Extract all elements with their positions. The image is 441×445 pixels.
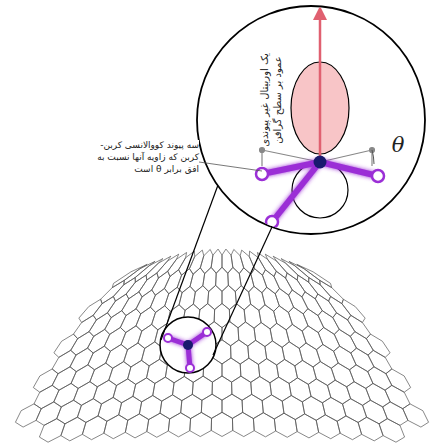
hexagon-cell — [232, 376, 252, 400]
hexagon-cell — [77, 399, 101, 423]
hexagon-cell — [106, 344, 128, 368]
hexagon-cell — [34, 385, 59, 408]
hexagon-cell — [208, 285, 222, 309]
hexagon-cell — [211, 412, 232, 436]
hexagon-cell — [403, 404, 429, 427]
angle-symbol: θ — [386, 132, 410, 159]
bond-label: سه پیوند کووالانسی کربن-کربن که زاویه آن… — [93, 140, 199, 175]
hexagon-cell — [104, 327, 125, 351]
hexagon-cell — [88, 346, 110, 370]
hexagon-cell — [168, 252, 187, 276]
hexagon-cell — [150, 288, 168, 312]
hexagon-cell — [366, 383, 390, 407]
hexagon-cell — [253, 413, 275, 437]
hexagon-cell — [232, 412, 254, 436]
hexagon-cell — [329, 296, 351, 319]
hexagon-cell — [79, 299, 102, 322]
hexagon-cell — [101, 280, 125, 303]
hexagon-cell — [74, 382, 98, 406]
hexagon-cell — [157, 254, 179, 278]
bonds — [262, 162, 378, 222]
hexagon-cell — [316, 415, 340, 439]
hexagon-cell — [61, 417, 86, 441]
hexagon-cell — [109, 362, 131, 386]
hexagon-cell — [274, 306, 293, 330]
bond-atoms — [256, 168, 384, 228]
hexagon-cell — [350, 365, 373, 389]
hexagon-cell — [222, 358, 241, 382]
hexagon-cell — [113, 278, 135, 302]
zoom-circle — [197, 6, 425, 234]
hexagon-cell — [168, 413, 190, 437]
hexagon-cell — [124, 343, 145, 367]
sheet-highlight — [160, 317, 216, 373]
hexagon-cell — [192, 376, 212, 400]
hexagon-cell — [121, 326, 142, 350]
hexagon-cell — [93, 296, 115, 319]
hexagon-cell — [146, 256, 171, 280]
hexagon-cell — [201, 394, 222, 418]
hexagon-cell — [313, 362, 335, 386]
hexagon-cell — [366, 334, 390, 357]
hexagon-cell — [379, 419, 405, 443]
hexagon-cell — [138, 324, 158, 348]
hexagon-cell — [54, 334, 78, 357]
hexagon-cell — [90, 363, 113, 387]
hexagon-cell — [342, 299, 365, 322]
hexagon-cell — [107, 294, 128, 318]
hexagon-cell — [104, 415, 128, 439]
hexagon-cell — [363, 400, 388, 424]
hexagon-cell — [136, 307, 156, 331]
hexagon-cell — [327, 380, 350, 404]
hexagon-cell — [316, 344, 338, 368]
hexagon-cell — [315, 294, 336, 318]
hexagon-cell — [15, 404, 41, 427]
hexagon-cell — [347, 382, 371, 406]
hexagon-cell — [222, 285, 236, 309]
hexagon-cell — [71, 365, 94, 389]
hexagon-cell — [337, 416, 361, 440]
hexagon-cell — [222, 394, 243, 418]
hexagon-cell — [147, 413, 170, 437]
hexagon-cell — [54, 383, 78, 407]
leader-line — [199, 162, 262, 171]
hexagon-cell — [212, 376, 232, 400]
hexagon-cell — [139, 273, 158, 297]
hexagon-cell — [302, 326, 323, 350]
hexagon-cell — [57, 400, 82, 424]
hexagon-cell — [125, 414, 148, 438]
hexagon-cell — [222, 322, 239, 346]
hexagon-cell — [93, 380, 116, 404]
hexagon-cell — [190, 412, 212, 436]
hexagon-cell — [358, 417, 383, 441]
hexagon-cell — [36, 402, 61, 425]
hexagon-cell — [262, 287, 279, 311]
hexagon-cell — [331, 363, 354, 387]
hexagon-cell — [274, 413, 297, 437]
hexagon-cell — [39, 419, 65, 443]
hexagon-cell — [320, 280, 344, 303]
hexagon-cell — [286, 324, 306, 348]
graphene-mesh — [15, 249, 428, 442]
hexagon-cell — [273, 256, 298, 280]
hexagon-cell — [52, 367, 76, 390]
hexagon-cell — [216, 267, 229, 291]
hexagon-cell — [82, 416, 106, 440]
hexagon-cell — [299, 343, 320, 367]
carbon-atom — [314, 156, 327, 169]
hexagon-cell — [295, 414, 318, 438]
hexagon-cell — [286, 273, 305, 297]
angle-arc — [372, 150, 374, 164]
hexagon-cell — [383, 402, 408, 425]
normal-arrow — [319, 18, 322, 162]
orbital-label: یک اوربیتال غیر پیوندی عمود بر سطح گرافن — [258, 48, 284, 152]
hexagon-cell — [385, 385, 410, 408]
hexagon-cell — [343, 399, 367, 423]
arrow-head — [313, 6, 327, 20]
